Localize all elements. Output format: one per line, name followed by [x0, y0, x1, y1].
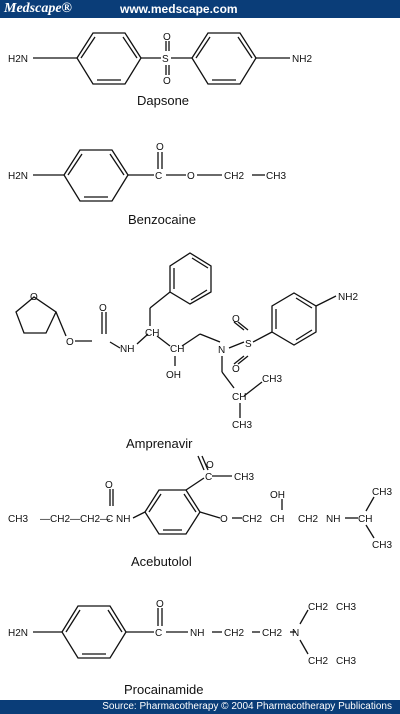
acebutolol-structure	[109, 455, 375, 539]
benzocaine-o-carbonyl: O	[156, 142, 164, 153]
benzocaine-c: C	[155, 171, 162, 182]
benzocaine-o-ester: O	[187, 171, 195, 182]
procainamide-ch3-b: CH3	[336, 656, 356, 667]
dapsone-nh2: NH2	[292, 54, 312, 65]
procainamide-ch3-a: CH3	[336, 602, 356, 613]
acebutolol-oh: OH	[270, 490, 285, 501]
acebutolol-ch3-b: CH3	[372, 540, 392, 551]
dapsone-structure	[33, 32, 290, 85]
amprenavir-structure	[15, 252, 337, 418]
benzocaine-label: Benzocaine	[128, 212, 196, 227]
amprenavir-ch2: CH	[170, 344, 184, 355]
procainamide-h2n: H2N	[8, 628, 28, 639]
benzocaine-h2n: H2N	[8, 171, 28, 182]
procainamide-ch2-d: CH2	[308, 656, 328, 667]
procainamide-nh: NH	[190, 628, 204, 639]
acebutolol-ch3-acetyl: CH3	[234, 472, 254, 483]
amprenavir-ch3-b: CH3	[232, 420, 252, 431]
amprenavir-ch-iso: CH	[232, 392, 246, 403]
amprenavir-n: N	[218, 345, 225, 356]
acebutolol-ch3-a: CH3	[372, 487, 392, 498]
procainamide-ch2-b: CH2	[262, 628, 282, 639]
procainamide-ch2-a: CH2	[224, 628, 244, 639]
acebutolol-ch3-left: CH3	[8, 514, 28, 525]
acebutolol-ch2-b: CH2	[242, 514, 262, 525]
amprenavir-label: Amprenavir	[126, 436, 193, 451]
procainamide-n: N	[292, 628, 299, 639]
dapsone-h2n: H2N	[8, 54, 28, 65]
acebutolol-ch2-c: CH2	[298, 514, 318, 525]
dapsone-s: S	[162, 54, 169, 65]
amprenavir-o-s-bottom: O	[232, 364, 240, 375]
amprenavir-nh: NH	[120, 344, 134, 355]
benzocaine-structure	[33, 149, 265, 202]
acebutolol-nh-2: NH	[326, 514, 340, 525]
procainamide-label: Procainamide	[124, 682, 204, 697]
acebutolol-ch: CH	[270, 514, 284, 525]
amprenavir-ch3-a: CH3	[262, 374, 282, 385]
acebutolol-o-acetyl: O	[206, 460, 214, 471]
structures-figure: H2N S O O NH2 Dapsone H2N C O O CH2 CH3 …	[8, 32, 392, 697]
benzocaine-ch3: CH3	[266, 171, 286, 182]
amprenavir-nh2: NH2	[338, 292, 358, 303]
amprenavir-o-carbonyl: O	[99, 303, 107, 314]
acebutolol-o-amide: O	[105, 480, 113, 491]
site-url: www.medscape.com	[120, 2, 238, 16]
acebutolol-ch-iso: CH	[358, 514, 372, 525]
amprenavir-ch1: CH	[145, 328, 159, 339]
acebutolol-c: C	[106, 514, 113, 525]
amprenavir-s: S	[245, 339, 252, 350]
procainamide-c: C	[155, 628, 162, 639]
acebutolol-ch2-a: —CH2—CH2—	[40, 514, 110, 525]
dapsone-o-bottom: O	[163, 76, 171, 87]
amprenavir-oh: OH	[166, 370, 181, 381]
benzocaine-ch2: CH2	[224, 171, 244, 182]
header-bar: Medscape® www.medscape.com	[0, 0, 400, 18]
medscape-logo: Medscape®	[4, 1, 72, 16]
amprenavir-o-s-top: O	[232, 314, 240, 325]
footer-bar: Source: Pharmacotherapy © 2004 Pharmacot…	[0, 700, 400, 714]
source-credit: Source: Pharmacotherapy © 2004 Pharmacot…	[102, 701, 392, 712]
acebutolol-c-acetyl: C	[205, 472, 212, 483]
procainamide-structure	[33, 605, 309, 659]
dapsone-label: Dapsone	[137, 93, 189, 108]
acebutolol-nh: NH	[116, 514, 130, 525]
procainamide-ch2-c: CH2	[308, 602, 328, 613]
acebutolol-o-ether: O	[220, 514, 228, 525]
amprenavir-o-ether: O	[66, 337, 74, 348]
dapsone-o-top: O	[163, 32, 171, 43]
procainamide-o: O	[156, 599, 164, 610]
acebutolol-label: Acebutolol	[131, 554, 192, 569]
amprenavir-o-ring: O	[30, 292, 38, 303]
